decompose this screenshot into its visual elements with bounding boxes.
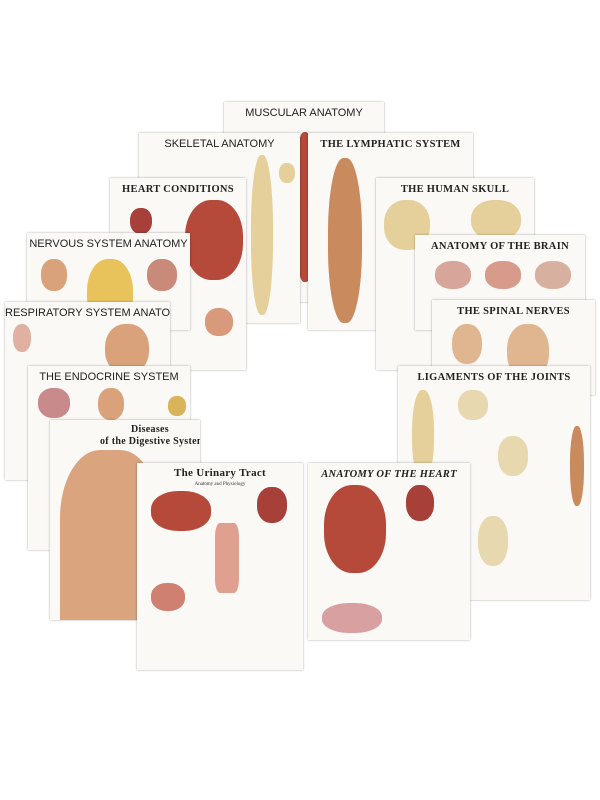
poster-title: THE LYMPHATIC SYSTEM bbox=[320, 139, 461, 150]
brain-figure bbox=[147, 259, 177, 291]
poster-title: THE ENDOCRINE SYSTEM bbox=[39, 371, 179, 383]
poster-urinary-tract: The Urinary Tract Anatomy and Physiology bbox=[137, 463, 303, 670]
poster-title: RESPIRATORY SYSTEM ANATOMY bbox=[5, 307, 170, 319]
skull-side-figure bbox=[471, 200, 521, 240]
lungs-figure bbox=[13, 324, 31, 352]
heart-figure bbox=[185, 200, 243, 280]
poster-title: The Urinary Tract bbox=[173, 467, 267, 479]
skeleton-figure bbox=[251, 155, 273, 315]
head-figure bbox=[41, 259, 67, 291]
poster-title: THE HUMAN SKULL bbox=[400, 184, 510, 195]
skeleton-figure bbox=[412, 390, 434, 480]
poster-title: NERVOUS SYSTEM ANATOMY bbox=[29, 238, 188, 250]
poster-title: HEART CONDITIONS bbox=[122, 184, 234, 195]
knee-figure bbox=[498, 436, 528, 476]
body-figure bbox=[328, 158, 362, 323]
heart-figure bbox=[324, 485, 386, 573]
heart-figure-small bbox=[130, 208, 152, 234]
poster-subtitle: Anatomy and Physiology bbox=[194, 482, 246, 487]
hand-figure bbox=[478, 516, 508, 566]
poster-anatomy-of-the-heart: ANATOMY OF THE HEART bbox=[308, 463, 470, 640]
lungs-figure bbox=[322, 603, 382, 633]
body-figure bbox=[570, 426, 584, 506]
poster-subtitle: of the Digestive System bbox=[100, 436, 200, 447]
kidney-section-figure bbox=[257, 487, 287, 523]
valve-figure bbox=[205, 308, 233, 336]
poster-title: ANATOMY OF THE HEART bbox=[321, 469, 457, 480]
skull-figure bbox=[279, 163, 295, 183]
nephron-figure bbox=[215, 523, 239, 593]
poster-title: ANATOMY OF THE BRAIN bbox=[431, 241, 569, 252]
poster-title: SKELETAL ANATOMY bbox=[164, 138, 275, 150]
kidney-figure bbox=[151, 491, 211, 531]
bladder-figure bbox=[151, 583, 185, 611]
head-figure bbox=[98, 388, 124, 420]
shoulder-figure bbox=[458, 390, 488, 420]
head-figure bbox=[452, 324, 482, 364]
thyroid-figure bbox=[168, 396, 186, 416]
torso-figure bbox=[105, 324, 149, 374]
poster-title: LIGAMENTS OF THE JOINTS bbox=[417, 372, 571, 383]
heart-section-figure bbox=[406, 485, 434, 521]
brain-figure bbox=[485, 261, 521, 289]
poster-title: THE SPINAL NERVES bbox=[457, 306, 570, 317]
poster-title: Diseases bbox=[131, 424, 169, 435]
brain-figure bbox=[435, 261, 471, 289]
brain-figure bbox=[38, 388, 70, 418]
poster-title: MUSCULAR ANATOMY bbox=[245, 107, 363, 119]
brain-figure bbox=[535, 261, 571, 289]
